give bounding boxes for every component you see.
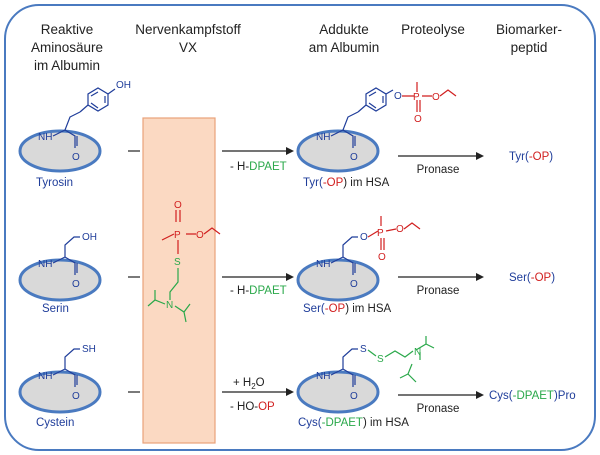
header-col3-line1: Addukte xyxy=(319,22,369,37)
albumin-protein-shape xyxy=(18,129,102,173)
amino-name: Cystein xyxy=(36,417,74,429)
serine-structure: NH O OH xyxy=(38,232,97,290)
svg-text:NH: NH xyxy=(38,259,52,270)
svg-text:S: S xyxy=(360,344,367,355)
enzyme-label: Pronase xyxy=(417,164,460,176)
step-water-label: + H2O xyxy=(233,377,265,391)
adduct-label: Cys(-DPAET) im HSA xyxy=(298,417,409,429)
vx-agent-box xyxy=(142,117,216,444)
ser-op-adduct-structure: NH O O P O O xyxy=(316,216,421,290)
adduct-albumin-shape xyxy=(296,370,380,414)
header-col1-line3: im Albumin xyxy=(34,58,100,73)
svg-text:N: N xyxy=(414,347,421,358)
svg-text:NH: NH xyxy=(38,371,52,382)
reaction-arrowhead xyxy=(286,147,294,155)
nh-label: NH xyxy=(38,132,52,143)
svg-text:P: P xyxy=(413,92,420,103)
header-col5-line2: peptid xyxy=(511,40,548,55)
biomarker-label: Cys(-DPAET)Pro xyxy=(489,390,576,402)
svg-text:NH: NH xyxy=(316,259,330,270)
svg-text:O: O xyxy=(414,114,422,125)
svg-text:P: P xyxy=(377,228,384,239)
enzyme-label: Pronase xyxy=(417,403,460,415)
tyr-op-adduct-structure: NH O O P O O xyxy=(316,82,457,163)
step-label: - H-DPAET xyxy=(230,161,287,173)
proteolysis-arrowhead xyxy=(476,391,484,399)
hydroxyl-label: OH xyxy=(116,80,131,91)
step-label: - HO-OP xyxy=(230,401,275,413)
svg-text:O: O xyxy=(350,391,358,402)
vx-structure: O P O S N xyxy=(147,200,221,323)
vx-nitrogen: N xyxy=(166,300,173,311)
header-col2-line1: Nervenkampfstoff xyxy=(135,22,241,37)
step-label: - H-DPAET xyxy=(230,285,287,297)
row-tyrosine: NH O OH Tyrosin - H-DPAET NH O O xyxy=(18,80,553,189)
header-col2-line2: VX xyxy=(179,40,197,55)
adduct-label: Ser(-OP) im HSA xyxy=(303,303,392,315)
adduct-albumin-shape xyxy=(296,258,380,302)
enzyme-label: Pronase xyxy=(417,285,460,297)
svg-text:O: O xyxy=(72,391,80,402)
adduct-label: Tyr(-OP) im HSA xyxy=(303,177,390,189)
header-col1-line1: Reaktive xyxy=(41,22,94,37)
adduct-albumin-shape xyxy=(296,129,380,173)
svg-text:OH: OH xyxy=(82,232,97,243)
svg-text:O: O xyxy=(394,91,402,102)
reaction-arrowhead xyxy=(286,388,294,396)
svg-text:O: O xyxy=(350,152,358,163)
cysteine-structure: NH O SH xyxy=(38,344,96,402)
amino-name: Tyrosin xyxy=(36,177,73,189)
column-headers: Reaktive Aminosäure im Albumin Nervenkam… xyxy=(31,22,562,73)
vx-phosphoryl-o: O xyxy=(174,200,182,211)
proteolysis-arrowhead xyxy=(476,152,484,160)
vx-sulfur: S xyxy=(174,257,181,268)
svg-text:O: O xyxy=(396,224,404,235)
proteolysis-arrowhead xyxy=(476,273,484,281)
svg-text:O: O xyxy=(432,92,440,103)
svg-text:SH: SH xyxy=(82,344,96,355)
header-col1-line2: Aminosäure xyxy=(31,40,103,55)
svg-text:O: O xyxy=(72,279,80,290)
svg-text:NH: NH xyxy=(316,371,330,382)
header-col5-line1: Biomarker- xyxy=(496,22,562,37)
svg-text:O: O xyxy=(350,279,358,290)
header-col3-line2: am Albumin xyxy=(309,40,380,55)
amino-name: Serin xyxy=(42,303,69,315)
tyrosine-structure: NH O OH xyxy=(38,80,131,163)
svg-text:NH: NH xyxy=(316,132,330,143)
svg-text:S: S xyxy=(377,354,384,365)
svg-text:O: O xyxy=(360,232,368,243)
vx-phosphorus: P xyxy=(174,230,181,241)
svg-text:O: O xyxy=(378,252,386,263)
row-serine: NH O OH Serin - H-DPAET NH O O P O O Ser… xyxy=(18,216,555,315)
row-cysteine: NH O SH Cystein + H2O - HO-OP NH O S S N… xyxy=(18,336,576,429)
biomarker-label: Ser(-OP) xyxy=(509,272,555,284)
vx-ethoxy-o: O xyxy=(196,230,204,241)
header-col4-line1: Proteolyse xyxy=(401,22,465,37)
biomarker-label: Tyr(-OP) xyxy=(509,151,553,163)
cys-dpaet-adduct-structure: NH O S S N xyxy=(316,336,435,402)
carbonyl-o-label: O xyxy=(72,152,80,163)
albumin-protein-shape xyxy=(18,370,102,414)
reaction-arrowhead xyxy=(286,273,294,281)
albumin-protein-shape xyxy=(18,258,102,302)
